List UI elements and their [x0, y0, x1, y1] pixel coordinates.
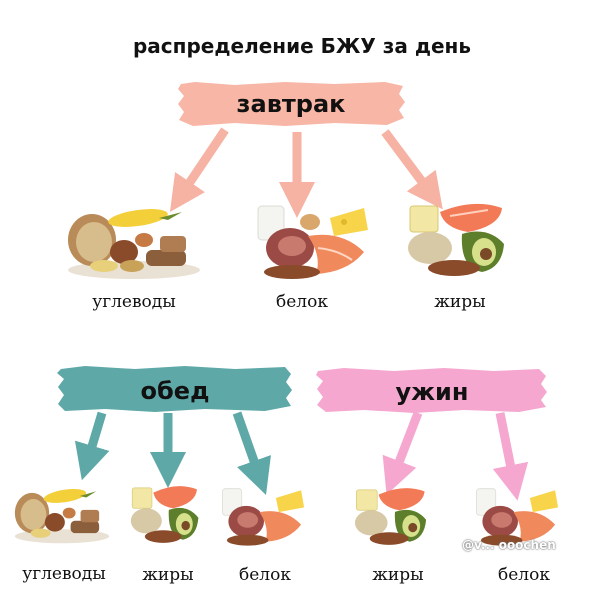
- watermark: @v... ooochen: [462, 538, 556, 552]
- lunch-label: обед: [140, 377, 210, 405]
- dinner-label: ужин: [395, 378, 469, 406]
- lunch-banner: [57, 366, 292, 412]
- dinner-item-fats-label: жиры: [372, 565, 424, 585]
- dinner-item-protein-label: белок: [498, 565, 550, 585]
- lunch-protein-image: [222, 488, 305, 546]
- lunch-fats-image: [130, 486, 199, 543]
- arrow-breakfast-carbs: [169, 127, 229, 212]
- arrow-breakfast-fats: [381, 129, 443, 210]
- breakfast-banner: [178, 82, 405, 126]
- lunch-item-carbs-label: углеводы: [22, 564, 106, 584]
- breakfast-label: завтрак: [236, 90, 346, 118]
- breakfast-item-carbs-label: углеводы: [92, 292, 176, 312]
- dinner-fats-image: [354, 488, 427, 545]
- arrow-dinner-protein: [492, 412, 529, 501]
- breakfast-item-protein-label: белок: [276, 292, 328, 312]
- lunch-item-protein-label: белок: [239, 565, 291, 585]
- lunch-item-fats-label: жиры: [142, 565, 194, 585]
- arrow-dinner-fats: [382, 411, 423, 495]
- arrow-lunch-protein: [232, 411, 271, 495]
- protein-image: [257, 205, 368, 279]
- page-title: распределение БЖУ за день: [132, 34, 472, 58]
- dinner-protein-image: [476, 488, 559, 546]
- breakfast-item-fats-label: жиры: [434, 292, 486, 312]
- carbs-image: [68, 209, 200, 279]
- arrow-lunch-carbs: [74, 411, 110, 481]
- lunch-carbs-image: [14, 489, 110, 544]
- dinner-banner: [316, 368, 547, 413]
- fats-image: [408, 203, 504, 276]
